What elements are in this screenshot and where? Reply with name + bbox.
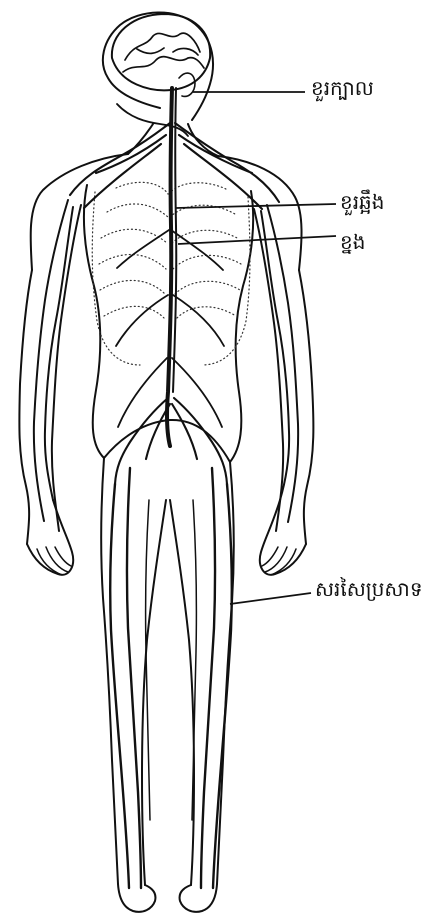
left-leg-inner [142,500,166,885]
head-outline [103,12,213,120]
brain-label: ខួរក្បាល [311,78,374,98]
left-leg-outer [101,458,118,884]
jaw-outline [117,104,188,136]
right-shoulder [218,156,302,270]
nerves-callout-line [230,593,311,604]
ear-outline [179,73,195,96]
leg-inner-nerves [146,500,197,820]
right-leg-inner [170,500,194,885]
pelvic-nerves [115,398,227,484]
spinal-column-callout-line [178,236,336,244]
torso-left [84,185,104,458]
upper-right-nerves [175,123,279,209]
left-arm-nerves [34,200,81,531]
left-arm-inner [45,207,73,500]
right-foot [180,884,217,912]
spinal-cord-callout-line [176,204,336,208]
brain-folds [123,33,204,72]
right-arm-outer [299,270,313,544]
spinal-column-label: ខ្នង [340,232,365,252]
spinal-cord-label: ខួរឆ្អឹង [340,192,384,212]
nerves-label: សរសៃប្រសាទ [315,579,423,599]
right-leg-nerves [201,468,232,888]
right-fingers [262,547,296,575]
right-leg-outer [217,462,234,884]
right-arm-inner [261,211,289,500]
right-arm-nerves [254,205,298,531]
left-fingers [37,547,71,575]
spinal-cord [167,88,172,446]
left-arm-outer [19,270,32,544]
left-foot [118,884,155,912]
torso-right [230,191,253,462]
